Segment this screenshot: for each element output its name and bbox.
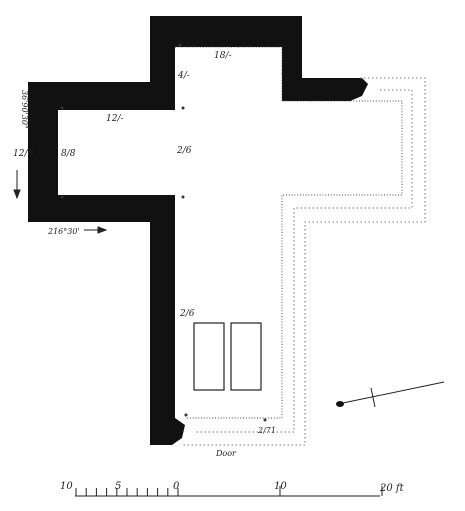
arrow-down-icon: [13, 170, 21, 200]
label-top-arm-width: 18/-: [214, 51, 232, 61]
reconstructed-inner-outline: [195, 89, 413, 433]
label-bearing: 216°30': [47, 227, 80, 236]
scale-label-20ft: 20 ft: [379, 483, 405, 494]
reconstructed-outline: [182, 77, 426, 446]
scale-label-5: 5: [115, 481, 121, 492]
label-bottom-right: 2/71: [257, 426, 276, 435]
label-left-arm-height: 12/6: [13, 149, 33, 159]
label-left-edge-vertical: 36'90'30": [20, 90, 29, 129]
survey-marks: [60, 43, 267, 422]
scale-label-10: 10: [274, 481, 287, 492]
label-crossing-side: 2/6: [176, 146, 192, 156]
wall-fragment-right: [344, 78, 368, 101]
interior-outline: [175, 46, 403, 419]
label-top-arm-side: 4/-: [177, 71, 190, 81]
scale-bar: 10 5 0 10 20 ft: [60, 481, 405, 497]
scale-label-10-left: 10: [60, 481, 73, 492]
grave-slab-right: [230, 322, 262, 391]
grave-slab-left: [193, 322, 225, 391]
scale-label-0: 0: [173, 481, 180, 492]
label-lower-wall: 2/6: [179, 309, 195, 319]
arrow-right-icon: [84, 226, 108, 234]
label-left-arm-top: 12/-: [106, 114, 124, 124]
label-left-arm-inner: 8/8: [61, 149, 76, 159]
label-door: Door: [215, 449, 237, 458]
north-arrow-icon: [336, 381, 445, 408]
